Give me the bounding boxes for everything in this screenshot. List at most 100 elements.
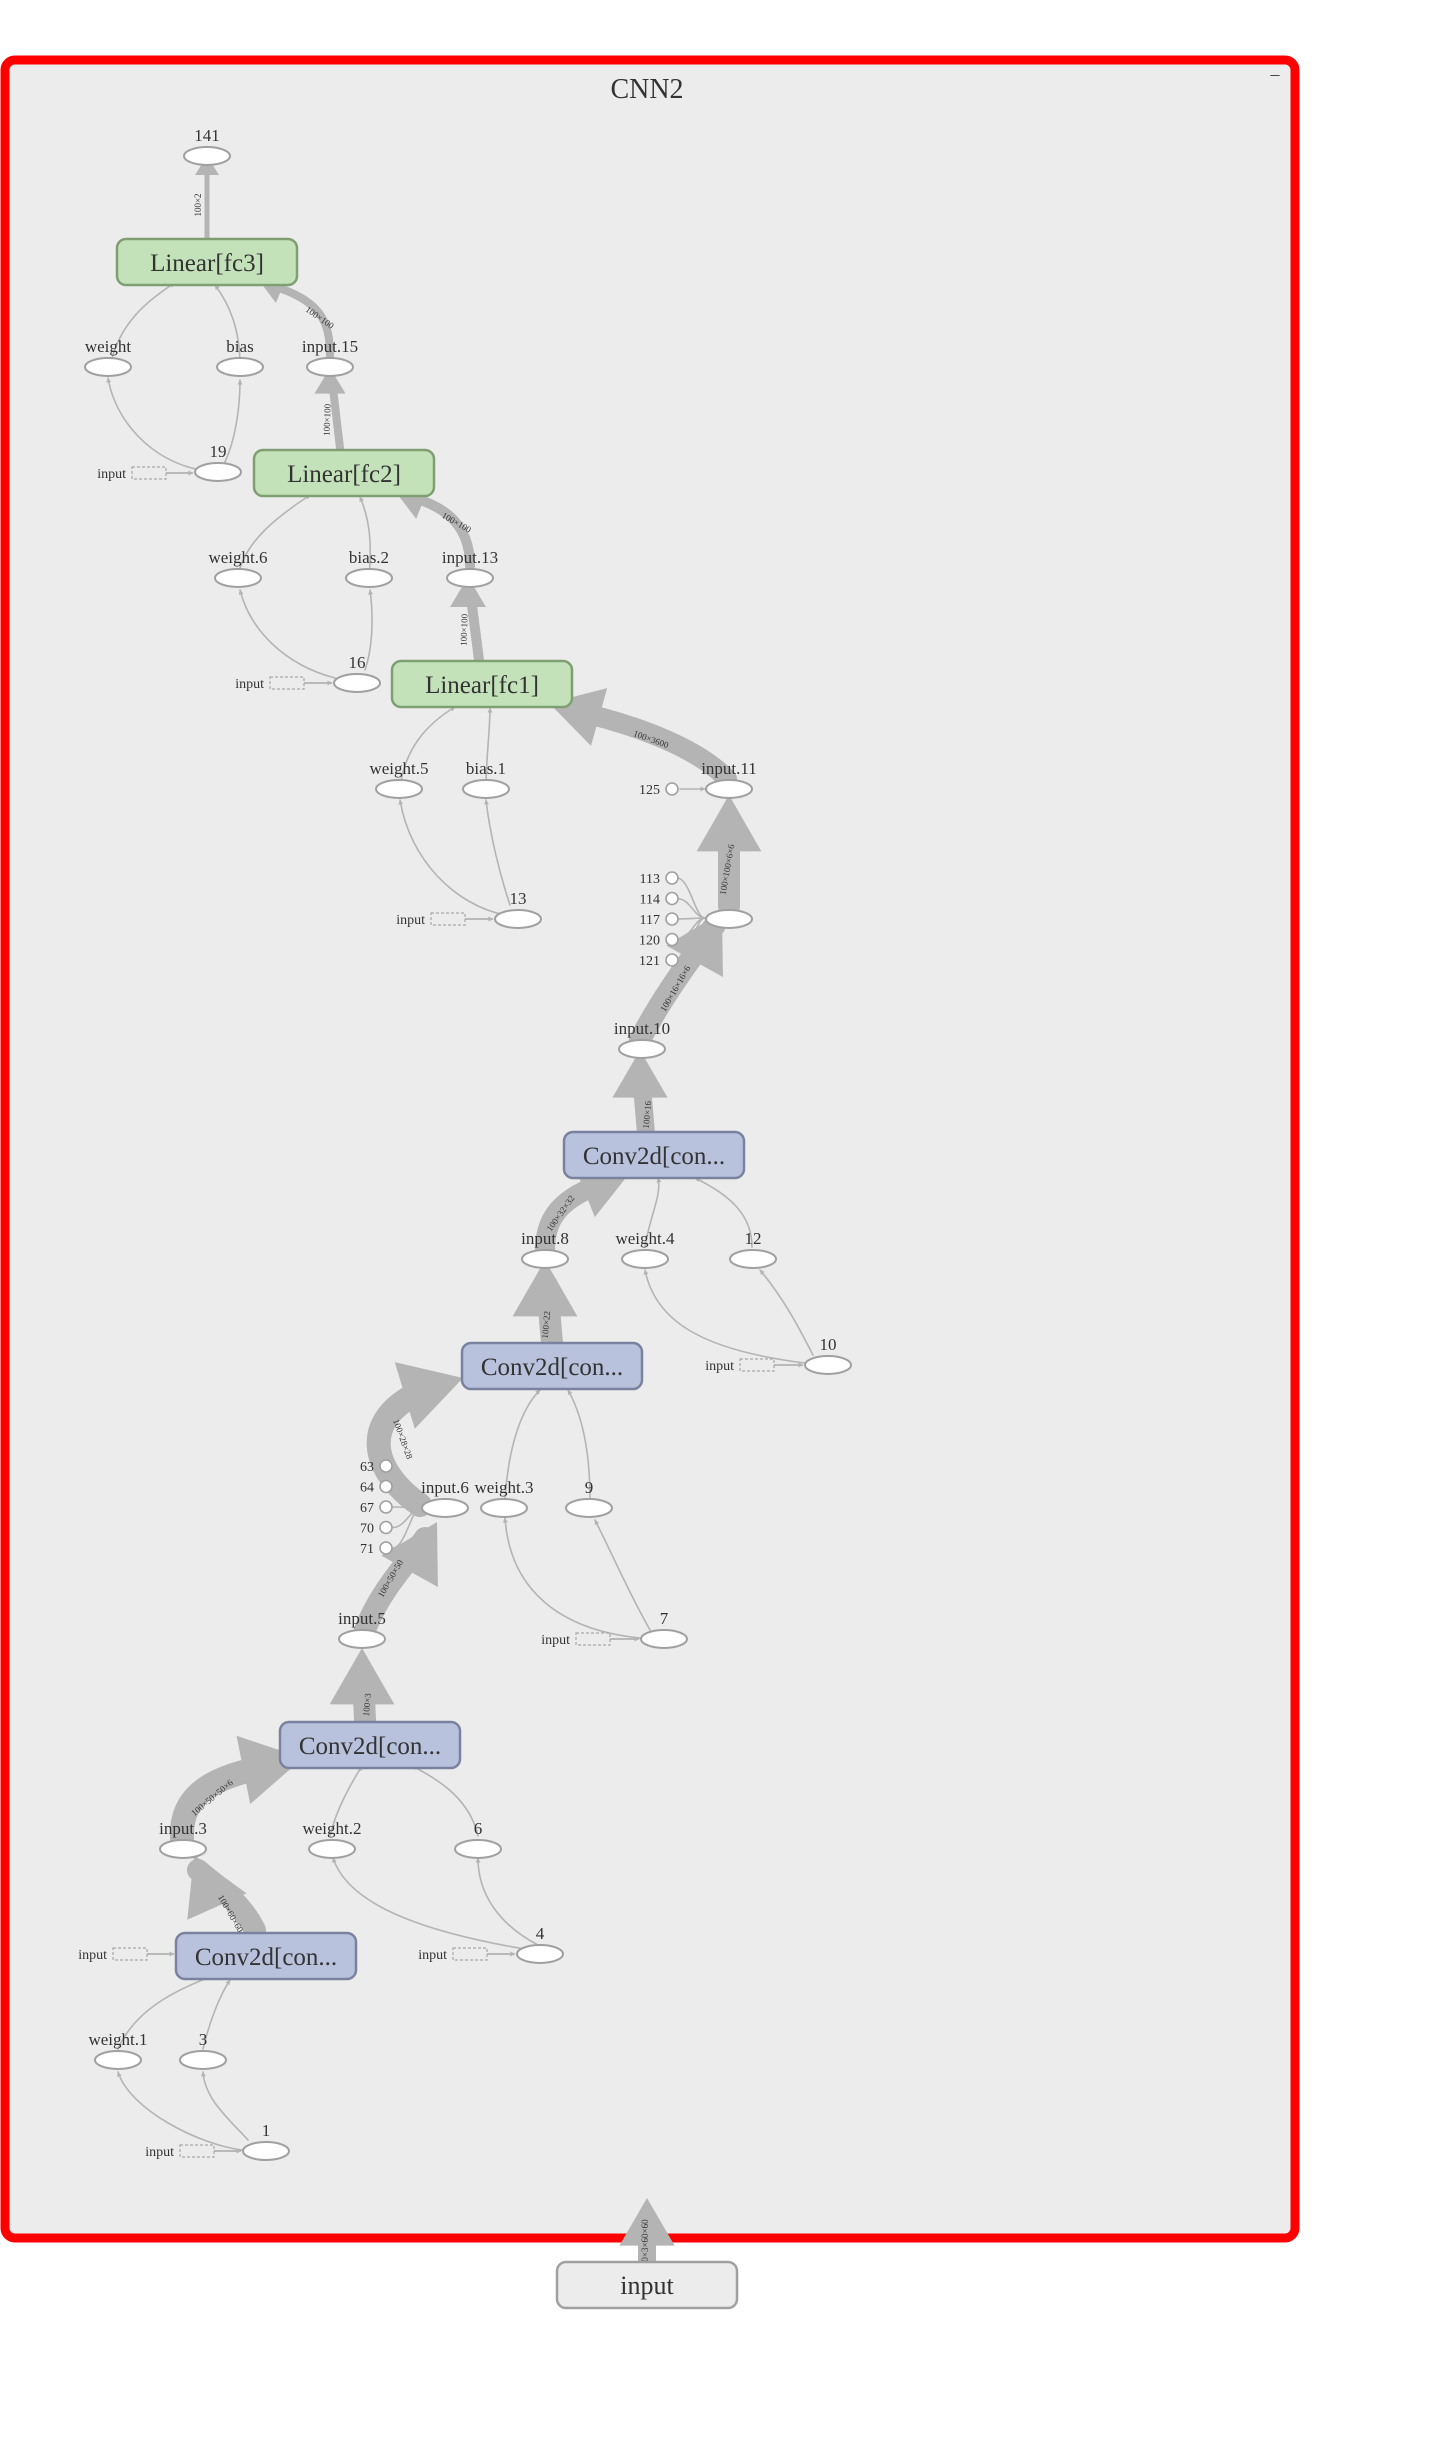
edge-x-input11[interactable]: 100×100×6×6 <box>696 795 762 917</box>
input-stub-7[interactable]: input <box>541 1632 640 1648</box>
edge-3-conv[interactable] <box>202 1979 231 2050</box>
node-1[interactable]: 1 <box>242 2121 290 2161</box>
edge-16-bias2[interactable] <box>364 589 374 671</box>
node-10[interactable]: 10 <box>804 1335 852 1375</box>
node-70[interactable]: 70 <box>360 1520 393 1537</box>
node-141[interactable]: 141 <box>183 126 231 166</box>
input-stub-19[interactable]: input <box>97 466 194 482</box>
input-stub-16[interactable]: input <box>235 676 333 692</box>
node-63[interactable]: 63 <box>360 1459 393 1475</box>
input-stub-label: input <box>145 2145 174 2160</box>
node-bias2[interactable]: bias.2 <box>345 548 393 588</box>
edge-7-9[interactable] <box>594 1519 651 1631</box>
edge-6-conv[interactable] <box>411 1765 479 1837</box>
input-stub-1[interactable]: input <box>145 2144 242 2160</box>
conv2d-node-1[interactable]: Conv2d[con... <box>174 1931 358 1981</box>
node-label: input.8 <box>521 1229 569 1248</box>
node-13[interactable]: 13 <box>494 889 542 929</box>
input-stub-13[interactable]: input <box>396 912 494 928</box>
node-weight2[interactable]: weight.2 <box>302 1819 362 1859</box>
edge-fc2-input15[interactable]: 100×100 <box>314 368 346 452</box>
linear-fc2-node[interactable]: Linear[fc2] <box>252 448 436 498</box>
node-bias1[interactable]: bias.1 <box>462 759 510 799</box>
edge-4-6[interactable] <box>475 1857 539 1946</box>
node-input3[interactable]: input.3 <box>159 1819 207 1859</box>
node-weight6[interactable]: weight.6 <box>208 548 268 588</box>
edge-outer-input[interactable]: 100×3×60×60 <box>619 2198 675 2271</box>
node-121[interactable]: 121 <box>639 953 679 969</box>
edge-shape-label: 100×100 <box>321 403 332 436</box>
node-weight5[interactable]: weight.5 <box>369 759 429 799</box>
edge-conv3-input8[interactable]: 100×22 <box>512 1260 578 1354</box>
node-weight4[interactable]: weight.4 <box>615 1229 675 1269</box>
node-19[interactable]: 19 <box>194 442 242 482</box>
node-x[interactable] <box>705 909 753 929</box>
node-input13[interactable]: input.13 <box>442 548 498 588</box>
edge-13-weight5[interactable] <box>398 799 506 916</box>
edge-weight4-conv4[interactable] <box>644 1177 662 1248</box>
edge-conv4-input10[interactable]: 100×16 <box>612 1050 668 1142</box>
edge-weight5-fc1[interactable] <box>399 706 456 788</box>
node-6[interactable]: 6 <box>454 1819 502 1859</box>
node-input5[interactable]: input.5 <box>338 1609 386 1649</box>
edge-19-weight[interactable] <box>106 377 201 471</box>
node-117[interactable]: 117 <box>640 912 679 928</box>
linear-fc1-node[interactable]: Linear[fc1] <box>390 659 574 709</box>
op-label: Conv2d[con... <box>481 1354 623 1381</box>
node-67[interactable]: 67 <box>360 1500 393 1516</box>
edge-7-weight3[interactable] <box>502 1517 641 1639</box>
edge-4-weight2[interactable] <box>332 1857 531 1951</box>
input-stub-10[interactable]: input <box>705 1358 804 1374</box>
collapse-icon[interactable]: – <box>1270 64 1281 84</box>
node-64[interactable]: 64 <box>360 1479 393 1496</box>
node-120[interactable]: 120 <box>639 932 679 949</box>
node-113[interactable]: 113 <box>640 871 679 887</box>
node-weight1[interactable]: weight.1 <box>88 2030 148 2070</box>
node-input15[interactable]: input.15 <box>302 337 358 377</box>
node-label: 64 <box>360 1481 374 1496</box>
edge-bias-fc3[interactable] <box>214 284 241 367</box>
node-input8[interactable]: input.8 <box>521 1229 569 1269</box>
node-12[interactable]: 12 <box>729 1229 777 1269</box>
edge-1-weight1[interactable] <box>116 2071 243 2151</box>
node-label: input.6 <box>421 1478 469 1497</box>
edge-bias2-fc2[interactable] <box>359 496 372 577</box>
node-label: 19 <box>210 442 227 461</box>
node-input11[interactable]: input.11 <box>701 759 757 799</box>
conv2d-node-3[interactable]: Conv2d[con... <box>460 1341 644 1391</box>
linear-fc3-node[interactable]: Linear[fc3] <box>115 237 299 287</box>
edge-9-conv3[interactable] <box>567 1389 591 1501</box>
node-bias[interactable]: bias <box>216 337 264 377</box>
node-16[interactable]: 16 <box>333 653 381 693</box>
edge-19-bias[interactable] <box>224 379 243 463</box>
edge-conv2-input5[interactable]: 100×3 <box>329 1648 395 1731</box>
conv2d-node-2[interactable]: Conv2d[con... <box>278 1720 462 1770</box>
node-weight3[interactable]: weight.3 <box>474 1478 534 1518</box>
node-label: 114 <box>640 893 660 908</box>
graph-input-node[interactable]: input <box>555 2260 739 2310</box>
conv2d-node-4[interactable]: Conv2d[con... <box>562 1130 746 1180</box>
node-7[interactable]: 7 <box>640 1609 688 1649</box>
edge-weight6-fc2[interactable] <box>237 494 311 577</box>
edge-16-weight6[interactable] <box>238 589 336 679</box>
input-stub-4[interactable]: input <box>418 1947 516 1963</box>
edge-weight3-conv3[interactable] <box>504 1389 541 1501</box>
node-input6[interactable]: input.6 <box>421 1478 469 1518</box>
node-weight[interactable]: weight <box>84 337 132 377</box>
node-71[interactable]: 71 <box>360 1541 393 1557</box>
edge-weight-fc3[interactable] <box>109 282 175 367</box>
edge-fc1-input13[interactable]: 100×100 <box>450 577 486 665</box>
edge-10-weight4[interactable] <box>643 1269 806 1364</box>
node-4[interactable]: 4 <box>516 1924 564 1964</box>
node-input10[interactable]: input.10 <box>614 1019 670 1059</box>
edge-weight2-conv[interactable] <box>329 1765 363 1837</box>
input-stub-conv1[interactable]: input <box>78 1947 175 1963</box>
node-114[interactable]: 114 <box>640 891 679 908</box>
node-3[interactable]: 3 <box>179 2030 227 2070</box>
edge-13-bias1[interactable] <box>484 799 511 906</box>
node-125[interactable]: 125 <box>639 782 679 798</box>
edge-10-12[interactable] <box>759 1269 814 1356</box>
edge-1-3[interactable] <box>200 2071 249 2141</box>
edge-12-conv4[interactable] <box>694 1177 753 1248</box>
node-9[interactable]: 9 <box>565 1478 613 1518</box>
